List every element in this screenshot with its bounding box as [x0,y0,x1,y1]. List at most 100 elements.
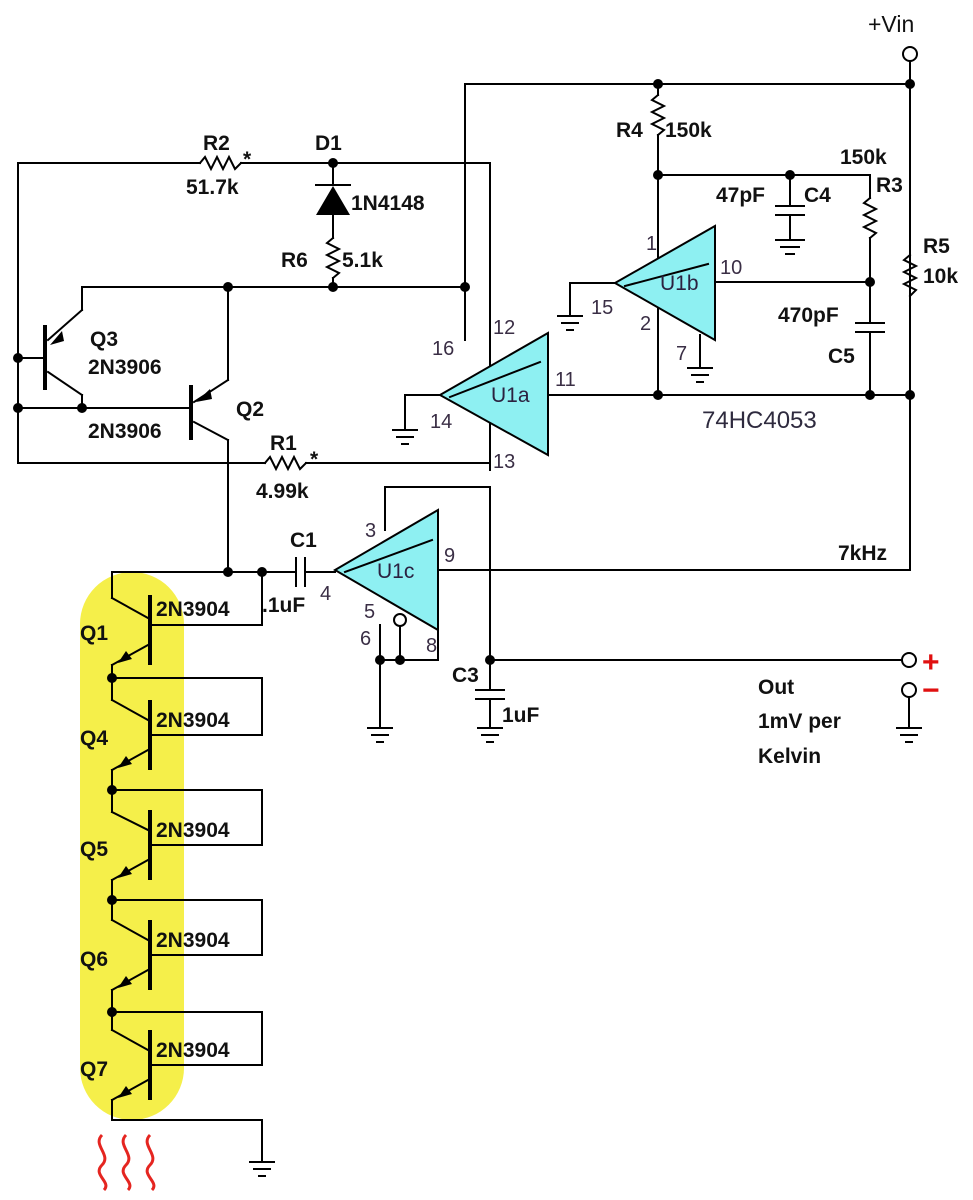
u1a-switch [437,331,549,457]
junction [107,895,117,905]
plus-sign: + [922,646,940,679]
pin-14: 14 [430,411,452,433]
vin-label: +Vin [868,11,914,37]
c5-label: C5 [828,345,855,368]
r1-label: R1 [270,432,297,455]
junction [905,390,915,400]
c4-value: 47pF [716,184,765,207]
u1b-label: U1b [660,272,699,295]
junction [107,1007,117,1017]
c4-label: C4 [804,184,831,207]
ground-symbol [687,334,713,383]
output-plus-terminal [901,652,917,668]
junction [13,353,23,363]
q7-part: 2N3904 [156,1039,230,1062]
junction [107,785,117,795]
diode-d1 [315,162,351,239]
q3-label: Q3 [90,328,118,351]
ground-symbol [896,696,922,743]
resistor-r5 [901,253,919,298]
transistor-q7 [110,989,263,1163]
junction [328,282,338,292]
r1-value: 4.99k [256,480,309,503]
r2-value: 51.7k [186,176,239,199]
pin-11: 11 [555,369,576,391]
heat-wave-icon [97,1133,156,1192]
junction [77,403,87,413]
r5-label: R5 [923,235,950,258]
transistor-q2 [189,286,230,573]
u1c-label: U1c [377,560,414,583]
resistor-r4 [649,83,667,176]
c3-value: 1uF [502,704,540,727]
r1-star: * [310,448,319,471]
frequency-label: 7kHz [838,542,887,565]
q1-part: 2N3904 [156,598,230,621]
junction [865,390,875,400]
out-unit: Kelvin [758,745,821,768]
pin-13: 13 [493,451,515,473]
q6-label: Q6 [80,948,108,971]
junction [905,79,915,89]
pin-6: 6 [360,628,371,650]
transistor-q5 [110,769,263,882]
pin-2: 2 [640,313,651,335]
out-label: Out [758,676,794,699]
q6-part: 2N3904 [156,929,230,952]
pin-4: 4 [320,583,331,605]
transistor-q3 [43,286,84,409]
capacitor-c1 [295,557,336,587]
pin-8: 8 [426,635,437,657]
capacitor-c3 [475,659,505,743]
ground-symbol [557,282,583,331]
capacitor-c5 [855,281,885,396]
chip-label: 74HC4053 [702,407,817,434]
q5-label: Q5 [80,838,108,861]
q2-label: Q2 [236,398,264,421]
transistor-q1 [110,595,263,667]
r4-value: 150k [665,119,712,142]
junction [395,655,405,665]
u1a-switch-line [448,360,542,399]
ground-symbol [367,624,393,743]
d1-label: D1 [315,132,342,155]
resistor-r6 [324,236,342,288]
pin-10: 10 [720,257,742,279]
d1-part: 1N4148 [351,192,425,215]
transistor-q6 [110,879,263,992]
q5-part: 2N3904 [156,819,230,842]
r6-value: 5.1k [342,249,383,272]
pin-3: 3 [365,520,376,542]
minus-sign: − [922,674,940,707]
q7-label: Q7 [80,1058,108,1081]
q2-part: 2N3906 [88,420,162,443]
pin-7: 7 [676,343,687,365]
resistor-r2 [198,154,243,172]
resistor-r3 [861,174,879,283]
pin-5: 5 [364,601,375,623]
u1c-pin5-terminal [393,613,407,627]
q4-part: 2N3904 [156,709,230,732]
out-scale: 1mV per [758,710,841,733]
c3-label: C3 [452,664,479,687]
junction [223,567,233,577]
c1-value: .1uF [262,594,305,617]
resistor-r1 [263,454,308,472]
pin-1: 1 [646,233,657,255]
u1a-label: U1a [491,384,530,407]
output-minus-terminal [901,682,917,698]
u1b-switch [612,224,716,342]
r5-value: 10k [923,265,958,288]
junction [460,282,470,292]
sensor-highlight [80,572,184,1120]
u1b-switch-line [623,262,710,288]
vin-terminal [902,46,918,566]
junction [653,390,663,400]
pin-9: 9 [444,545,455,567]
ground-symbol [249,1161,275,1177]
r6-label: R6 [281,249,308,272]
q3-part: 2N3906 [88,356,162,379]
r3-label: R3 [876,174,903,197]
